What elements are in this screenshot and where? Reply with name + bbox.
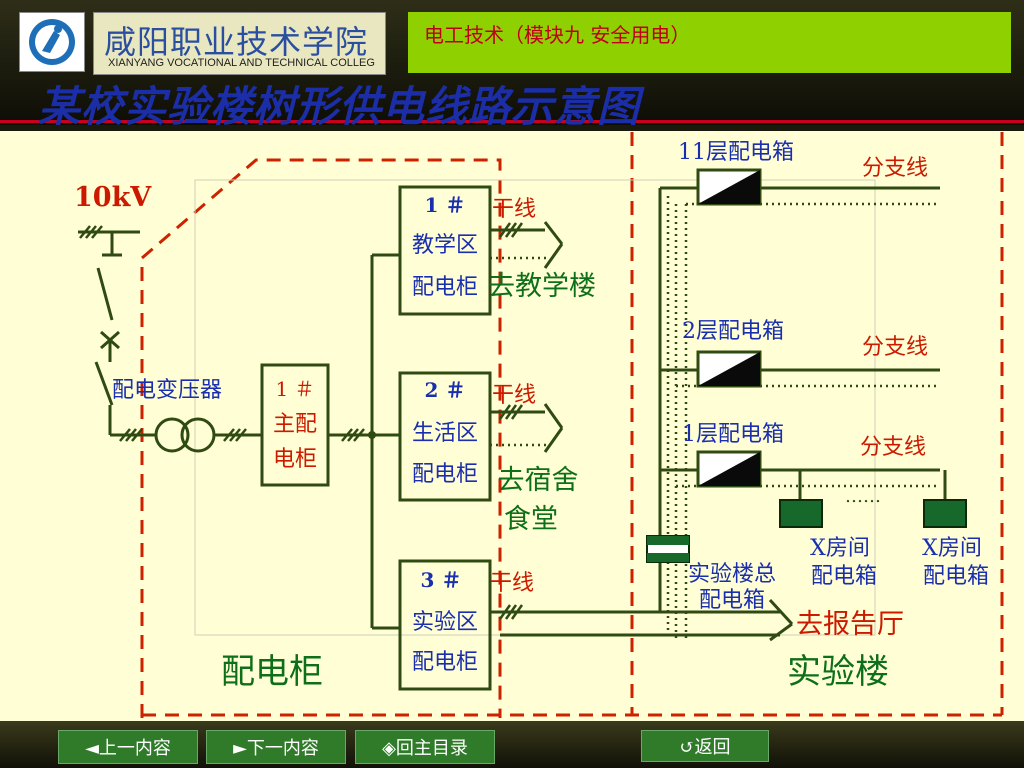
cabinet-box-2 (398, 371, 492, 502)
voltage-label: 10kV (74, 182, 152, 213)
main-box-line-2: 配电箱 (699, 588, 765, 613)
next-button[interactable]: ►下一内容 (206, 730, 346, 764)
floor-box-2 (696, 350, 762, 388)
main-cabinet-line-2: 主配 (273, 412, 317, 437)
floor-box-1 (696, 450, 762, 488)
cabinet-2-number: 2 ＃ (425, 378, 466, 402)
trunk-label-1: 干线 (492, 197, 536, 222)
back-button[interactable]: ↺返回 (641, 730, 769, 762)
transformer-label: 配电变压器 (112, 378, 222, 403)
cabinet-box-3 (398, 559, 492, 691)
cabinet-region-outline (140, 158, 502, 718)
course-title: 电工技术（模块九 安全用电） (424, 23, 691, 47)
title-underline (0, 120, 1024, 123)
branch-label-2: 分支线 (862, 335, 928, 360)
slide-title: 某校实验楼树形供电线路示意图 (38, 82, 641, 131)
cabinet-3-area: 实验区 (412, 610, 478, 635)
room-box-1 (779, 499, 823, 528)
main-cabinet-line-1: 1 ＃ (275, 377, 314, 401)
floor-box-11 (696, 168, 762, 206)
school-name-box: 咸阳职业技术学院 XIANYANG VOCATIONAL AND TECHNIC… (93, 12, 386, 75)
main-cabinet-line-3: 电柜 (273, 447, 317, 472)
branch-label-11: 分支线 (862, 156, 928, 181)
cabinet-3-name: 配电柜 (412, 650, 478, 675)
school-name-cn: 咸阳职业技术学院 (104, 23, 369, 61)
dest-hall: 去报告厅 (796, 609, 904, 640)
dest-teaching: 去教学楼 (488, 271, 596, 302)
room-box-2 (923, 499, 967, 528)
room-box-1-line-2: 配电箱 (811, 564, 877, 589)
group-label-building: 实验楼 (787, 652, 889, 692)
bus-junction (368, 431, 376, 439)
cabinet-1-number: 1 ＃ (425, 193, 466, 217)
group-label-cabinets: 配电柜 (221, 652, 323, 692)
cabinet-1-area: 教学区 (412, 233, 478, 258)
school-name-en: XIANYANG VOCATIONAL AND TECHNICAL COLLEG (108, 57, 375, 69)
building-main-box (646, 535, 690, 563)
floor-2-label: 2层配电箱 (682, 319, 784, 344)
lower-switch (94, 361, 114, 406)
dest-canteen: 食堂 (504, 504, 558, 535)
prev-button[interactable]: ◄上一内容 (58, 730, 198, 764)
main-box-line-1: 实验楼总 (688, 562, 776, 587)
branch-label-1: 分支线 (860, 435, 926, 460)
cabinet-box-1 (398, 185, 492, 316)
home-button[interactable]: ◈回主目录 (355, 730, 495, 764)
college-logo (19, 12, 85, 72)
cabinet-3-number: 3 ＃ (421, 568, 462, 592)
ellipsis: …… (845, 486, 881, 507)
room-box-1-line-1: X房间 (810, 536, 870, 561)
floor-1-label: 1层配电箱 (682, 422, 784, 447)
room-box-2-line-2: 配电箱 (923, 564, 989, 589)
room-box-2-line-1: X房间 (922, 536, 982, 561)
cabinet-2-name: 配电柜 (412, 462, 478, 487)
floor-11-label: 11层配电箱 (678, 140, 794, 165)
trunk-label-3: 干线 (490, 571, 534, 596)
course-banner: 电工技术（模块九 安全用电） (408, 12, 1011, 73)
dest-dorm: 去宿舍 (498, 465, 579, 496)
trunk-label-2: 干线 (492, 383, 536, 408)
cabinet-2-area: 生活区 (412, 421, 478, 446)
switch-blade (96, 267, 114, 321)
transformer-coil-1 (154, 417, 190, 453)
main-cabinet-box (260, 363, 330, 487)
cabinet-1-name: 配电柜 (412, 275, 478, 300)
